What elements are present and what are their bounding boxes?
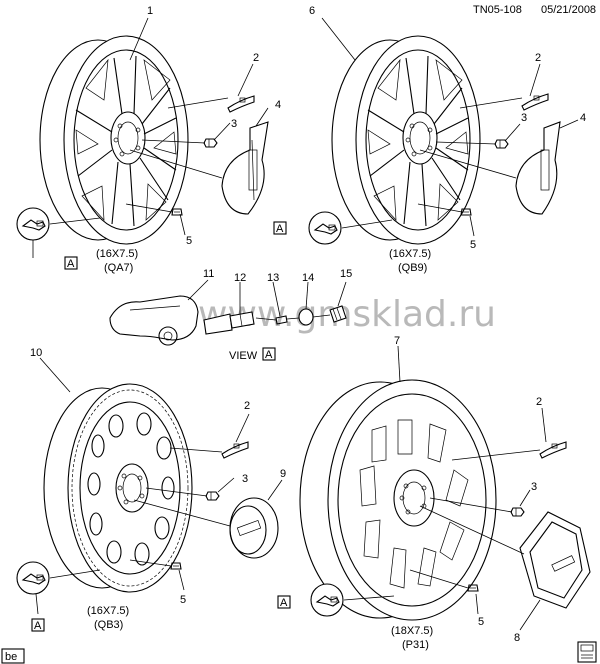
corner-tag: be	[5, 651, 17, 663]
callout-12: 12	[234, 272, 246, 284]
corner-tag-box	[1, 648, 25, 664]
tpms-sensor	[109, 295, 199, 346]
document-icon	[577, 641, 597, 663]
valve-cap	[329, 305, 347, 323]
callout-3-qb3: 3	[242, 473, 248, 485]
callout-9-qb3: 9	[280, 468, 286, 480]
callout-3-p31: 3	[531, 481, 537, 493]
diagram-id: TN05-108	[473, 4, 522, 16]
callout-2-qb9: 2	[535, 52, 541, 64]
callout-4-qa7: 4	[275, 99, 281, 111]
view-ref-letter-qb9: A	[276, 223, 284, 235]
callout-1: 1	[147, 5, 153, 17]
callout-11: 11	[203, 268, 214, 280]
callout-8-p31: 8	[514, 632, 520, 644]
wheel-qa7-size: (16X7.5)	[96, 248, 138, 260]
leaders-qa7	[32, 17, 269, 258]
center-cap-qa7	[221, 121, 269, 215]
callout-3-qb9: 3	[521, 112, 527, 124]
diagram-date: 05/21/2008	[541, 4, 596, 16]
wheel-qa7-code: (QA7)	[104, 262, 133, 274]
valve-core	[275, 315, 288, 325]
callout-4-qb9: 4	[580, 112, 586, 124]
callout-2-p31: 2	[536, 396, 542, 408]
wheel-p31	[299, 379, 497, 621]
wheel-p31-size: (18X7.5)	[391, 625, 433, 637]
center-cap-qb3	[229, 497, 279, 559]
center-cap-qb9	[515, 121, 561, 215]
callout-13: 13	[267, 272, 279, 284]
callout-5-p31: 5	[478, 616, 484, 628]
view-label-box	[262, 347, 276, 361]
callout-7: 7	[394, 335, 400, 347]
view-ref-box-qb9	[273, 221, 287, 235]
wheel-qb3-parts	[16, 441, 279, 595]
center-cap-p31	[519, 511, 591, 609]
view-ref-letter-qa7: A	[67, 258, 75, 270]
callout-5-qb3: 5	[180, 594, 186, 606]
view-label-letter: A	[265, 349, 273, 361]
callout-2-qb3: 2	[244, 400, 250, 412]
leaders-qb9	[321, 17, 579, 237]
wheel-qb9-code: (QB9)	[398, 262, 427, 274]
callout-5-qa7: 5	[186, 235, 192, 247]
wheel-qb9-parts	[308, 93, 561, 245]
view-ref-letter-qb3: A	[34, 620, 42, 632]
wheel-p31-code: (P31)	[402, 639, 429, 651]
view-label: VIEW	[229, 350, 258, 362]
callout-15: 15	[340, 268, 352, 280]
callout-6: 6	[309, 5, 315, 17]
wheel-p31-parts	[310, 441, 591, 617]
wheel-qb9-size: (16X7.5)	[389, 248, 431, 260]
wheel-qa7-parts	[16, 95, 269, 241]
valve-stem	[203, 311, 255, 335]
wheel-qb9	[331, 35, 481, 245]
callout-10: 10	[30, 347, 42, 359]
tpms-sensor-assembly	[109, 279, 347, 346]
callout-2-qa7: 2	[253, 52, 259, 64]
leaders-p31	[343, 345, 547, 631]
wheel-qb3	[43, 383, 193, 593]
leaders-qb3	[35, 357, 283, 615]
callout-5-qb9: 5	[470, 239, 476, 251]
valve-nut	[298, 308, 314, 326]
wheel-qb3-code: (QB3)	[94, 619, 123, 631]
callout-3-qa7: 3	[231, 118, 237, 130]
wheel-qb3-size: (16X7.5)	[87, 605, 129, 617]
wheel-qa7	[39, 35, 189, 245]
view-ref-box-qa7	[64, 256, 78, 270]
view-ref-box-qb3	[31, 618, 45, 632]
view-ref-box-p31	[277, 595, 291, 609]
view-ref-letter-p31: A	[280, 597, 288, 609]
callout-14: 14	[302, 272, 314, 284]
